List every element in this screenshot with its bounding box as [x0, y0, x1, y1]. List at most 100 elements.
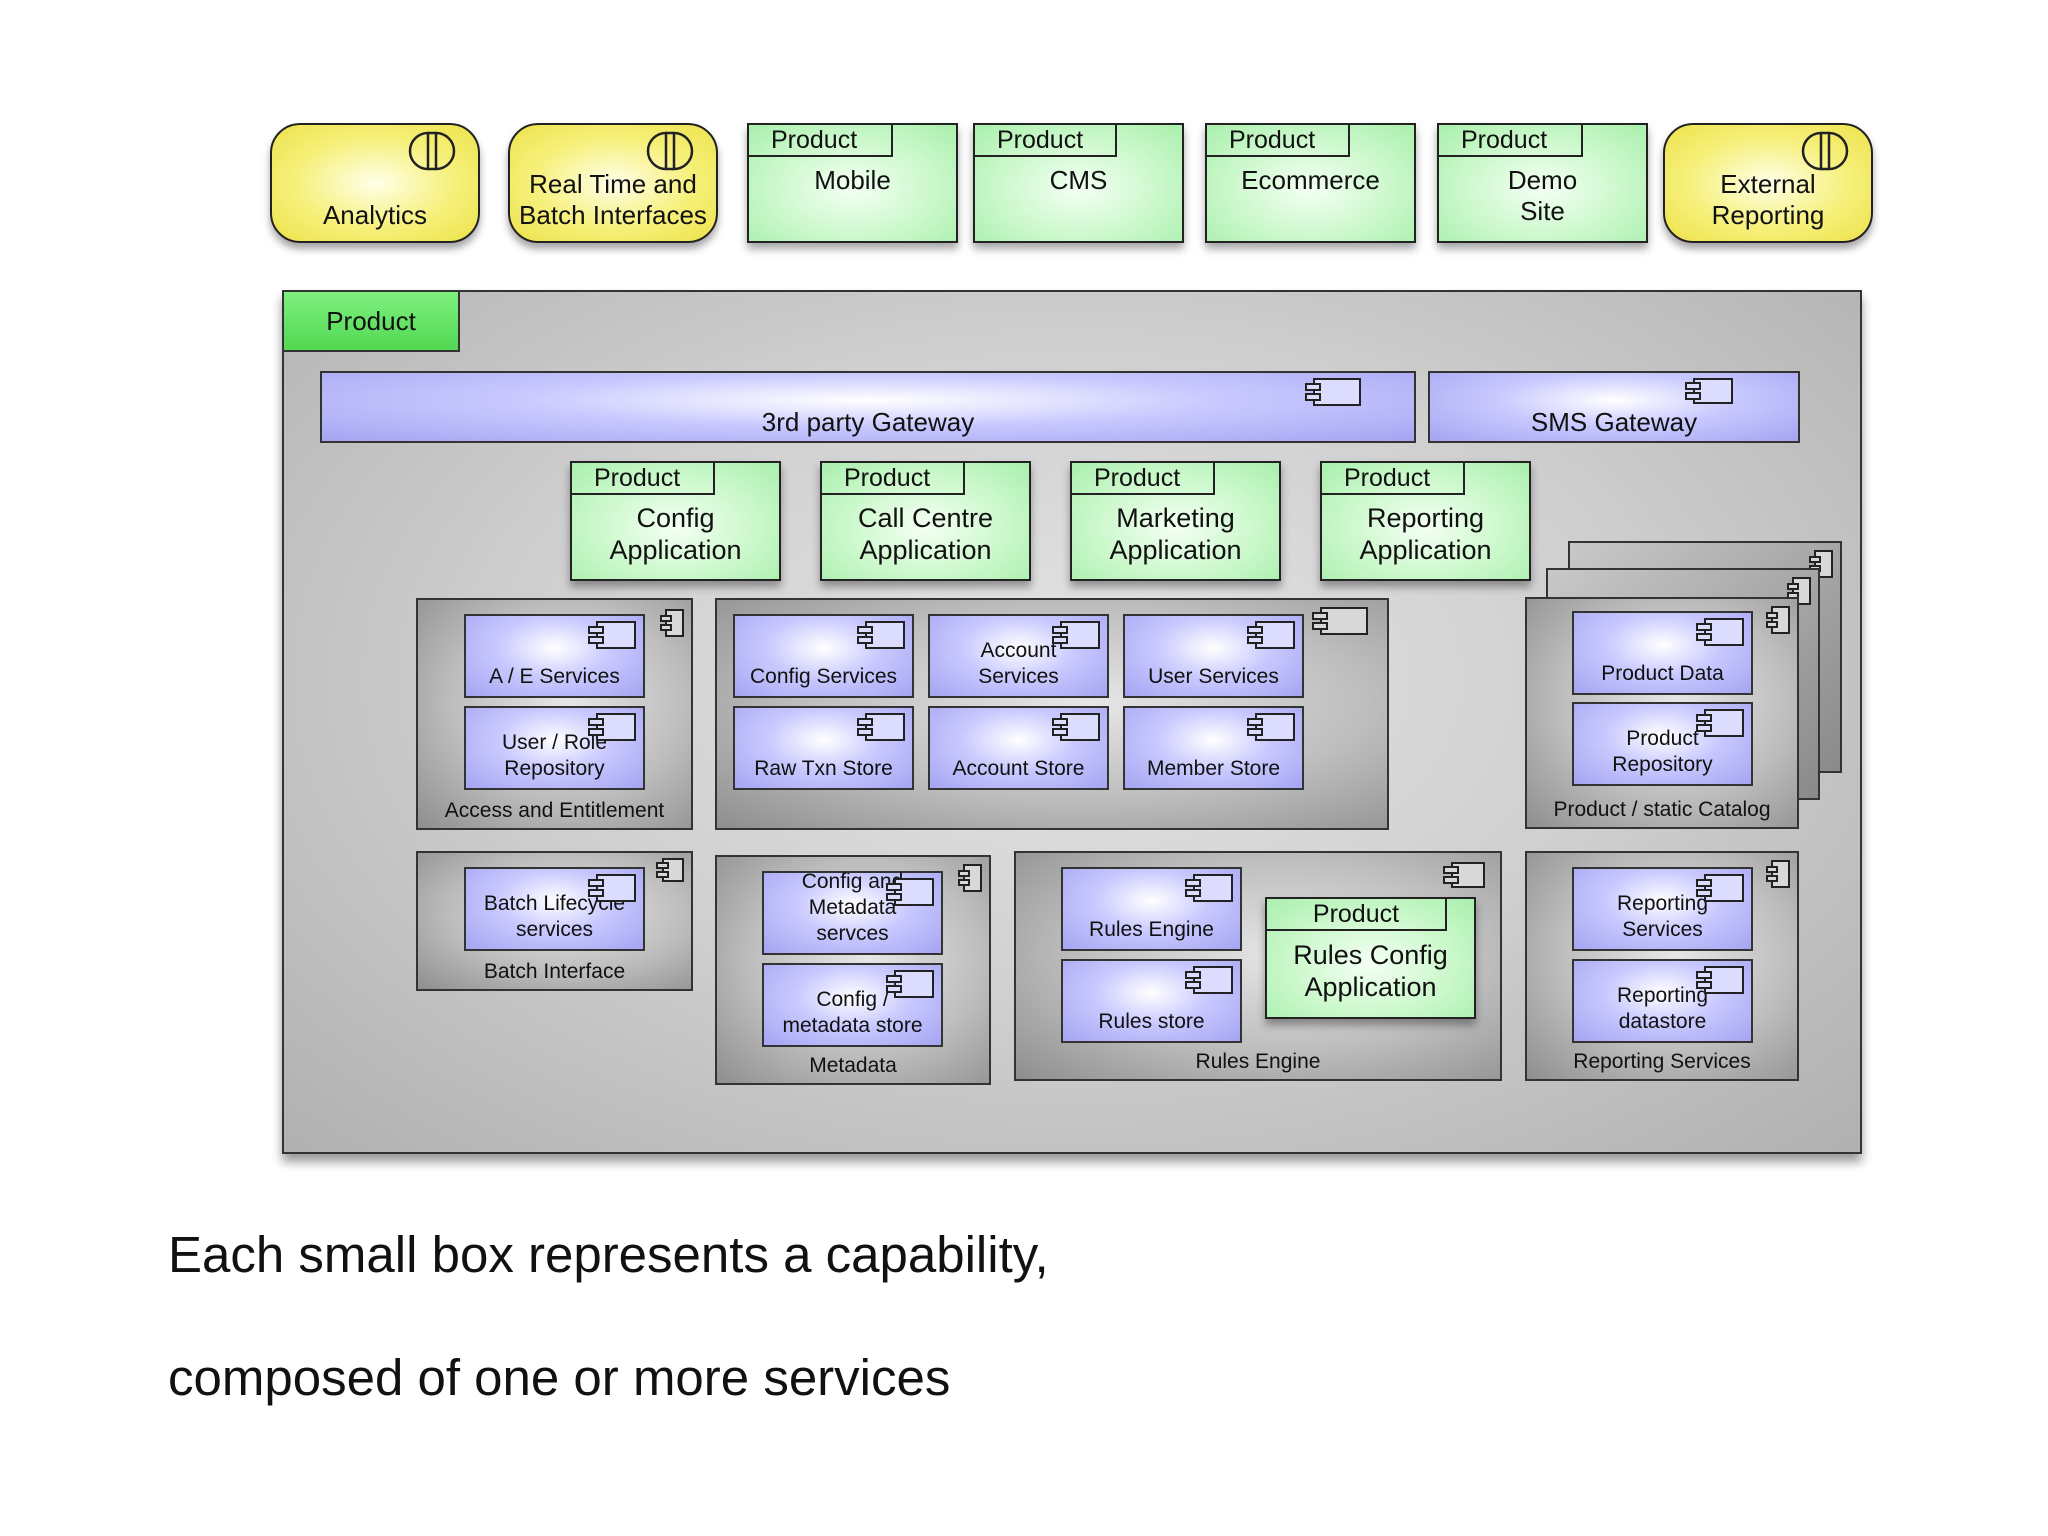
rules-engine-label: Rules Engine: [1195, 1050, 1321, 1073]
rules-config-line2: Application: [1304, 972, 1437, 1002]
component-icon: [1247, 713, 1295, 741]
config-meta-line2: Metadata: [808, 896, 897, 919]
ecommerce-label: Ecommerce: [1241, 165, 1380, 195]
reporting-services-label: Reporting Services: [1573, 1050, 1751, 1073]
component-icon: [958, 864, 982, 892]
analytics-interface: Analytics: [270, 123, 480, 243]
ae-services-label: A / E Services: [489, 665, 620, 688]
interface-icon: [1801, 131, 1849, 171]
component-icon: [1696, 618, 1744, 646]
batch-interface-label: Batch Interface: [483, 960, 626, 983]
member-store: Member Store: [1123, 706, 1304, 790]
component-icon: [1443, 862, 1485, 888]
interface-icon: [408, 131, 456, 171]
batch-lifecycle-services: Batch Lifecycle services: [464, 867, 645, 951]
app-line1: Call Centre: [857, 503, 994, 533]
user-role-line2: Repository: [504, 757, 605, 780]
reporting-services-line2: Services: [1622, 918, 1703, 941]
batch-lifecycle-line2: services: [515, 918, 594, 941]
product-data: Product Data: [1572, 611, 1753, 695]
config-metadata-store: Config / metadata store: [762, 963, 943, 1047]
demo-line1: Demo: [1507, 165, 1578, 195]
component-icon: [1305, 378, 1361, 406]
app-line2: Application: [859, 535, 992, 565]
user-role-line1: User / Role: [501, 731, 608, 754]
realtime-line2: Batch Interfaces: [519, 200, 707, 230]
user-services-label: User Services: [1148, 665, 1279, 688]
ae-services: A / E Services: [464, 614, 645, 698]
analytics-label: Analytics: [322, 200, 428, 230]
raw-txn-store-label: Raw Txn Store: [754, 757, 893, 780]
reporting-datastore-line1: Reporting: [1616, 984, 1709, 1007]
product-tag: Product: [749, 125, 893, 157]
rules-engine-capability-label: Rules Engine: [1089, 918, 1214, 941]
metadata-label: Metadata: [809, 1054, 897, 1077]
interface-icon: [646, 131, 694, 171]
mobile-product: Product Mobile: [747, 123, 958, 243]
component-icon: [1685, 378, 1733, 404]
component-icon: [1696, 709, 1744, 737]
product-container-tab: Product: [282, 290, 460, 352]
component-icon: [588, 874, 636, 902]
reporting-services-line1: Reporting: [1616, 892, 1709, 915]
component-icon: [1052, 713, 1100, 741]
cms-product: Product CMS: [973, 123, 1184, 243]
account-services-line1: Account: [980, 639, 1057, 662]
app-line2: Application: [1109, 535, 1242, 565]
component-icon: [1052, 621, 1100, 649]
config-services-label: Config Services: [749, 665, 898, 688]
config-meta-line3: servces: [816, 922, 889, 945]
app-line1: Marketing: [1116, 503, 1235, 533]
metadata-store-line2: metadata store: [782, 1014, 923, 1037]
third-party-gateway: 3rd party Gateway: [320, 371, 1416, 443]
caption-line-2: composed of one or more services: [168, 1349, 951, 1406]
component-icon: [1185, 966, 1233, 994]
product-repo-line1: Product: [1626, 727, 1699, 750]
cms-label: CMS: [1049, 165, 1108, 195]
ecommerce-product: Product Ecommerce: [1205, 123, 1416, 243]
access-entitlement-label: Access and Entitlement: [444, 799, 665, 822]
external-line2: Reporting: [1711, 200, 1825, 230]
app-line2: Application: [1359, 535, 1492, 565]
mobile-label: Mobile: [814, 165, 891, 195]
raw-txn-store: Raw Txn Store: [733, 706, 914, 790]
product-tag: Product: [1207, 125, 1350, 157]
product-catalog-label: Product / static Catalog: [1553, 798, 1771, 821]
component-icon: [588, 713, 636, 741]
component-icon: [1766, 860, 1790, 888]
component-icon: [1185, 874, 1233, 902]
product-tag: Product: [1267, 899, 1447, 931]
rules-store: Rules store: [1061, 959, 1242, 1043]
metadata-store-line1: Config /: [816, 988, 889, 1011]
reporting-datastore-line2: datastore: [1618, 1010, 1707, 1033]
external-line1: External: [1720, 169, 1816, 199]
product-data-label: Product Data: [1601, 662, 1724, 685]
app-line1: Config: [636, 503, 715, 533]
reporting-datastore: Reporting datastore: [1572, 959, 1753, 1043]
product-tag: Product: [822, 463, 965, 495]
component-icon: [1766, 606, 1790, 634]
member-store-label: Member Store: [1146, 757, 1281, 780]
component-icon: [1312, 607, 1368, 635]
account-store-label: Account Store: [952, 757, 1085, 780]
component-icon: [857, 621, 905, 649]
sms-gateway: SMS Gateway: [1428, 371, 1800, 443]
component-icon: [660, 609, 684, 637]
component-icon: [656, 858, 684, 882]
config-services: Config Services: [733, 614, 914, 698]
batch-lifecycle-line1: Batch Lifecycle: [483, 892, 626, 915]
caption-line-1: Each small box represents a capability,: [168, 1226, 1049, 1283]
product-repo-line2: Repository: [1612, 753, 1713, 776]
rules-engine-capability: Rules Engine: [1061, 867, 1242, 951]
